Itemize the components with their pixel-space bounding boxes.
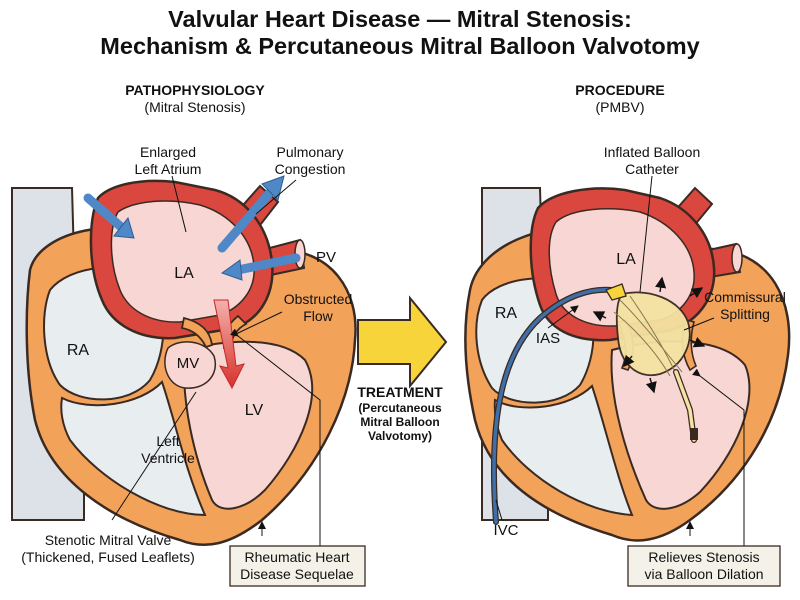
pathophysiology-heading: PATHOPHYSIOLOGY <box>125 82 265 98</box>
left-panel-heading: PATHOPHYSIOLOGY (Mitral Stenosis) <box>70 82 320 116</box>
callout-stenotic <box>111 391 197 521</box>
mv-region <box>164 341 217 389</box>
label-relieves-1: Relieves Stenosis <box>648 549 759 565</box>
label-rheumatic-2: Disease Sequelae <box>240 566 354 582</box>
right-heart-illustration <box>464 175 791 546</box>
flow-arrow-congestion-head <box>261 175 285 201</box>
label-pulm-cong-1: Pulmonary <box>277 144 344 160</box>
diagram-title: Valvular Heart Disease — Mitral Stenosis… <box>0 6 800 60</box>
label-right-la: LA <box>616 251 636 268</box>
label-ivc: IVC <box>493 522 518 539</box>
label-treatment-3: Mitral Balloon <box>360 415 439 429</box>
rheumatic-callout-box: Rheumatic Heart Disease Sequelae <box>229 545 366 587</box>
label-la: LA <box>174 265 194 282</box>
label-commissural-2: Splitting <box>720 306 770 322</box>
label-treatment-1: TREATMENT <box>357 384 443 400</box>
balloon-wire-1 <box>619 299 683 373</box>
left-labels: Enlarged Left Atrium Pulmonary Congestio… <box>21 144 352 565</box>
label-ias: IAS <box>536 330 560 347</box>
catheter-shaft-inner <box>492 287 614 524</box>
left-heart-illustration <box>11 175 357 547</box>
label-mv: MV <box>177 355 200 372</box>
title-line-2: Mechanism & Percutaneous Mitral Balloon … <box>100 33 700 59</box>
label-treatment-2: (Percutaneous <box>358 401 442 415</box>
callout-ias <box>547 305 579 329</box>
flow-arrow-congestion <box>217 185 277 253</box>
label-lv: LV <box>245 402 264 419</box>
label-relieves-2: via Balloon Dilation <box>644 566 763 582</box>
relieves-callout-box: Relieves Stenosis via Balloon Dilation <box>627 545 781 587</box>
label-left-ventricle-1: Left <box>156 433 179 449</box>
callout-congestion <box>255 179 297 215</box>
label-enlarged-la-1: Enlarged <box>140 144 196 160</box>
callout-ivc <box>495 499 503 521</box>
balloon-expansion-arrows <box>592 276 706 394</box>
label-stenotic-1: Stenotic Mitral Valve <box>45 532 172 548</box>
label-stenotic-2: (Thickened, Fused Leaflets) <box>21 549 195 565</box>
balloon-wire-2 <box>629 295 677 375</box>
label-treatment-4: Valvotomy) <box>368 429 432 443</box>
callout-relieves <box>692 368 745 546</box>
label-commissural-1: Commissural <box>704 289 786 305</box>
label-obstructed-1: Obstructed <box>284 291 352 307</box>
label-enlarged-la-2: Left Atrium <box>135 161 202 177</box>
label-pv: PV <box>316 249 336 266</box>
left-ventricle-chamber <box>183 340 314 510</box>
catheter-distal-tip <box>690 428 698 440</box>
inflated-balloon <box>615 291 691 377</box>
callout-obstructed <box>235 311 283 335</box>
left-right-ventricle <box>60 380 207 517</box>
right-panel-heading: PROCEDURE (PMBV) <box>500 82 740 116</box>
label-pulm-cong-2: Congestion <box>275 161 346 177</box>
treatment-arrow-group: TREATMENT (Percutaneous Mitral Balloon V… <box>357 295 448 443</box>
procedure-subheading: (PMBV) <box>595 99 645 115</box>
label-rheumatic-1: Rheumatic Heart <box>244 549 349 565</box>
callout-balloon <box>639 175 653 293</box>
pathophysiology-subheading: (Mitral Stenosis) <box>144 99 246 115</box>
title-line-1: Valvular Heart Disease — Mitral Stenosis… <box>168 6 632 32</box>
flow-arrow-into-la-head <box>113 216 135 239</box>
left-atrium-chamber <box>110 200 255 323</box>
label-balloon-2: Catheter <box>625 161 679 177</box>
procedure-heading: PROCEDURE <box>575 82 665 98</box>
left-blood-flow-arrows <box>83 175 301 281</box>
right-labels: Inflated Balloon Catheter LA RA IAS Comm… <box>493 144 785 539</box>
callout-rheumatic <box>230 328 321 546</box>
balloon-wire-3 <box>613 311 671 377</box>
label-balloon-1: Inflated Balloon <box>604 144 701 160</box>
callout-enlarged-la <box>171 175 187 233</box>
flow-arrow-pv <box>233 253 301 275</box>
label-left-ventricle-2: Ventricle <box>141 450 195 466</box>
flow-arrow-into-la <box>83 193 125 231</box>
label-right-ra: RA <box>495 305 518 322</box>
right-right-ventricle <box>493 384 634 517</box>
label-obstructed-2: Flow <box>303 308 333 324</box>
callout-commissural <box>683 317 715 331</box>
treatment-arrow <box>357 295 448 389</box>
balloon-tip <box>605 283 627 301</box>
flow-arrow-pv-head <box>220 259 243 281</box>
obstructed-flow-jet <box>213 299 245 390</box>
label-ra: RA <box>67 342 90 359</box>
